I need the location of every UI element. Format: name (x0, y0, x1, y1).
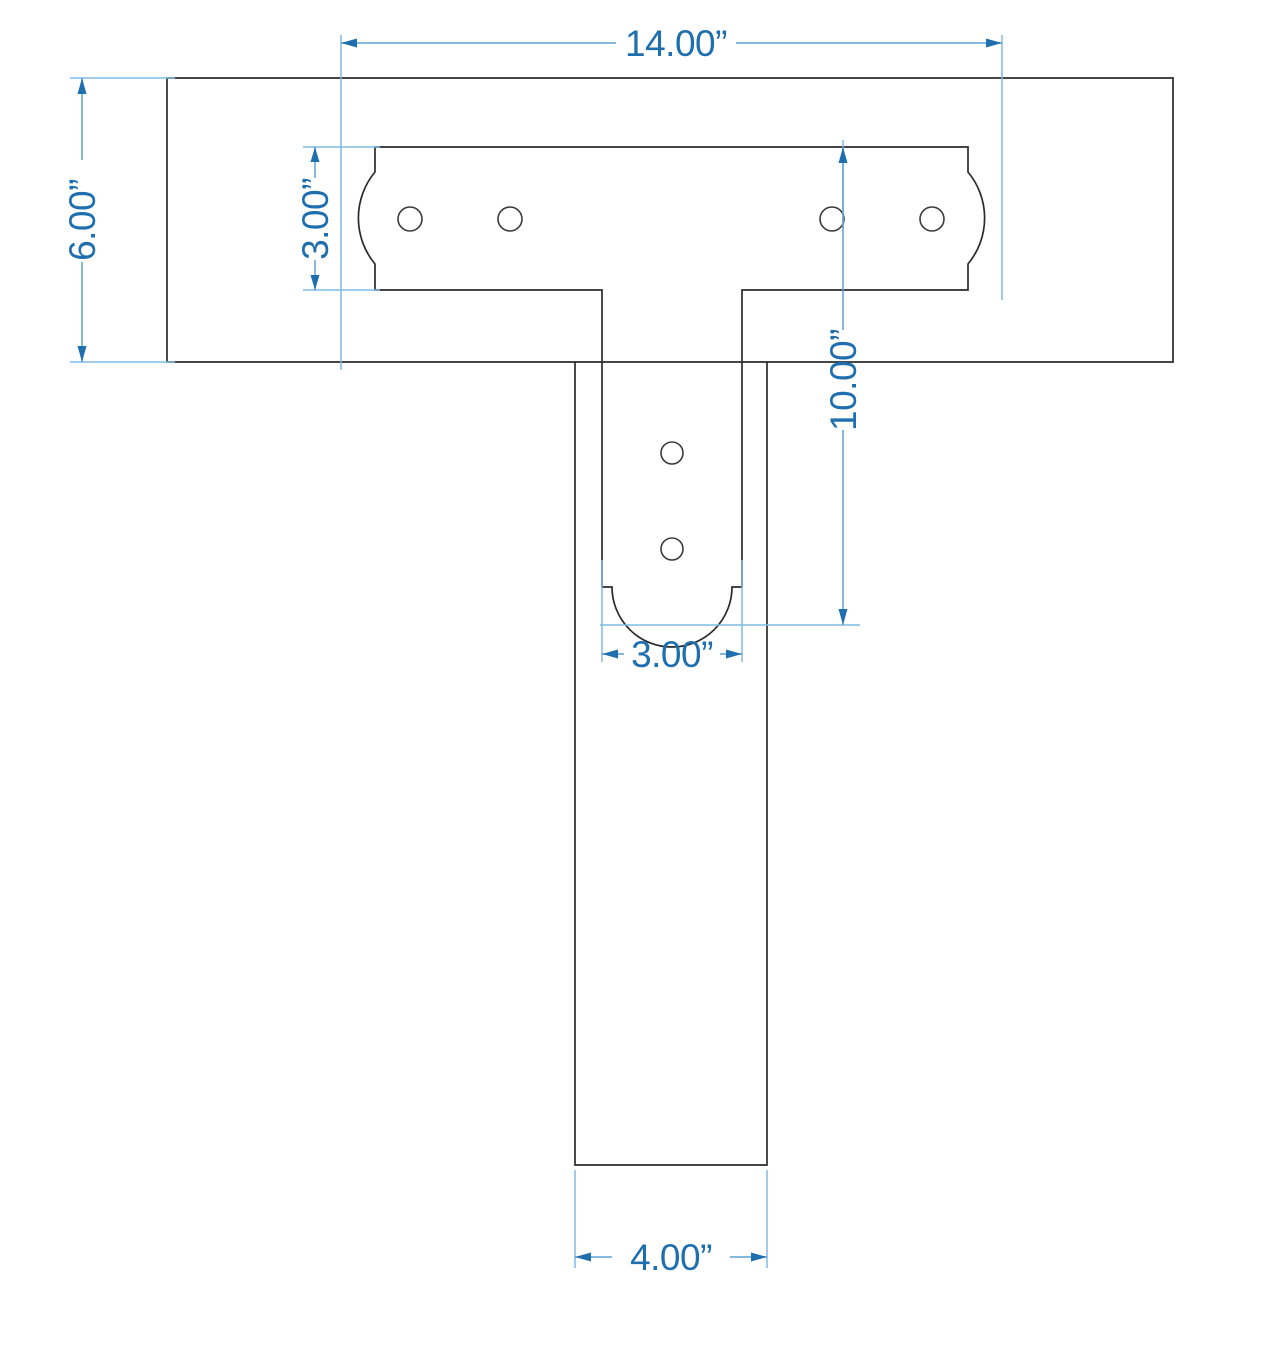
dimension-stem-width: 3.00” (601, 560, 743, 675)
dim-label-stock-height: 6.00” (62, 179, 103, 261)
dim-arrow-4-right (751, 1252, 767, 1262)
bracket-outline-group (357, 146, 986, 648)
dim-label-overall-height: 10.00” (823, 329, 864, 431)
dimension-stock-height: 6.00” (62, 77, 175, 363)
dim-label-stem-width: 3.00” (631, 634, 713, 675)
dim-arrow-6-top (77, 78, 87, 94)
bracket-outline (357, 146, 986, 648)
hole-group (397, 206, 945, 561)
dim-arrow-10-top (838, 147, 848, 163)
dim-arrow-14-right (986, 38, 1002, 48)
dim-arrow-6-bottom (77, 346, 87, 362)
stock-outline-group (166, 77, 1174, 1166)
dim-label-stock-stem-width: 4.00” (630, 1237, 712, 1278)
hole-bar-2 (497, 206, 523, 232)
dimension-overall-height: 10.00” (600, 140, 864, 626)
dim-arrow-10-bottom (838, 609, 848, 625)
dimension-overall-width: 14.00” (340, 23, 1003, 370)
hole-bar-3 (819, 206, 845, 232)
dim-label-overall-width: 14.00” (625, 23, 727, 64)
stock-band-outline (166, 77, 1174, 1166)
dim-label-bar-height: 3.00” (295, 178, 336, 260)
dim-arrow-stem-right (726, 649, 742, 659)
hole-bar-1 (397, 206, 423, 232)
dimension-stock-stem-width: 4.00” (574, 1170, 768, 1278)
hole-stem-1 (660, 441, 684, 465)
dim-arrow-4-left (575, 1252, 591, 1262)
hole-bar-4 (919, 206, 945, 232)
dim-arrow-stem-left (602, 649, 618, 659)
dimension-bar-height: 3.00” (295, 146, 380, 291)
hole-stem-2 (660, 537, 684, 561)
dim-arrow-14-left (341, 38, 357, 48)
dim-arrow-bar-bottom (310, 275, 320, 290)
dim-arrow-bar-top (310, 147, 320, 162)
